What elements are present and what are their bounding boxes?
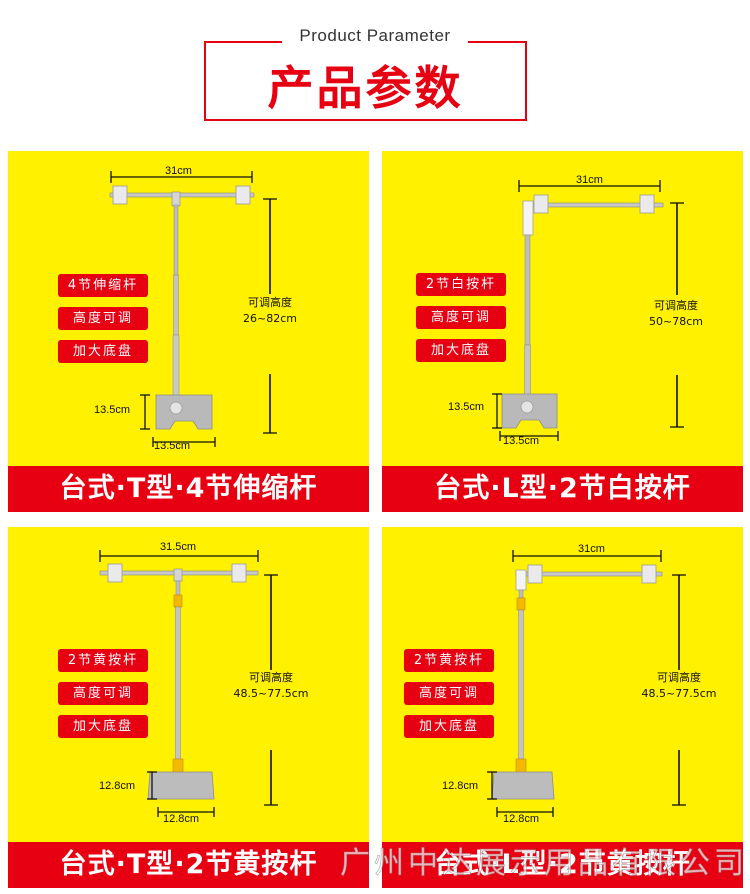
- product-title: 台式·T型·2节黄按杆: [8, 842, 369, 888]
- crossbar: [109, 192, 255, 198]
- pole-segment: [524, 344, 531, 398]
- feature-tag: 高度可调: [58, 307, 148, 330]
- base-height-label: 13.5cm: [448, 401, 485, 413]
- width-label: 31cm: [578, 543, 605, 555]
- base-width-label: 13.5cm: [503, 435, 540, 447]
- adjust-range: 48.5~77.5cm: [233, 687, 309, 700]
- feature-tag: 2节白按杆: [416, 273, 506, 296]
- header-subtitle: Product Parameter: [299, 26, 451, 45]
- product-panel-t-4section[interactable]: 31cm 4节伸缩杆 高度可调 加大底盘 可调高度 26~82cm 13.5cm…: [8, 151, 369, 512]
- yellow-button-lock: [173, 594, 183, 608]
- base-width-label: 12.8cm: [163, 813, 200, 825]
- pole-segment: [524, 234, 531, 346]
- stand-illustration: [487, 550, 686, 817]
- adjust-range: 48.5~77.5cm: [641, 687, 717, 700]
- clip-right: [231, 563, 247, 583]
- product-title: 台式·L型·2节黄按杆: [382, 842, 743, 888]
- base-height-label: 12.8cm: [442, 780, 479, 792]
- base-plate: [155, 394, 213, 430]
- feature-tag: 高度可调: [404, 682, 494, 705]
- company-watermark: 广州中达展示用品有限公司: [340, 846, 748, 882]
- product-title: 台式·L型·2节白按杆: [382, 466, 743, 512]
- header-frame-gap: [282, 36, 468, 46]
- clip-right: [235, 185, 251, 205]
- feature-tag: 加大底盘: [404, 715, 494, 738]
- base-plate: [491, 771, 555, 800]
- pole-segment: [172, 334, 180, 396]
- base-width-label: 13.5cm: [154, 440, 191, 452]
- adjust-label: 可调高度: [657, 671, 701, 684]
- product-title: 台式·T型·4节伸缩杆: [8, 466, 369, 512]
- feature-tag: 2节黄按杆: [404, 649, 494, 672]
- feature-tag: 加大底盘: [58, 340, 148, 363]
- adjust-range: 50~78cm: [649, 315, 703, 328]
- product-panel-l-yellow[interactable]: 31cm 2节黄按杆 高度可调 加大底盘 可调高度 48.5~77.5cm 12…: [382, 527, 743, 888]
- clip-left: [527, 564, 543, 584]
- product-panel-t-yellow[interactable]: 31.5cm 2节黄按杆 高度可调 加大底盘 可调高度 48.5~77.5cm …: [8, 527, 369, 888]
- width-label: 31cm: [576, 174, 603, 186]
- base-connector: [169, 401, 183, 415]
- feature-tag: 高度可调: [58, 682, 148, 705]
- clip-right: [641, 564, 657, 584]
- clip-left: [107, 563, 123, 583]
- clip-left: [533, 194, 549, 214]
- pole-segment: [173, 204, 179, 276]
- base-connector: [520, 400, 534, 414]
- product-panel-l-white[interactable]: 31cm 2节白按杆 高度可调 加大底盘 可调高度 50~78cm 13.5cm…: [382, 151, 743, 512]
- adjust-label: 可调高度: [654, 299, 698, 312]
- l-joint: [522, 200, 534, 236]
- base-height-label: 13.5cm: [94, 404, 131, 416]
- feature-tag: 加大底盘: [416, 339, 506, 362]
- adjust-label: 可调高度: [249, 671, 293, 684]
- pole-segment: [175, 606, 181, 760]
- feature-tag: 加大底盘: [58, 715, 148, 738]
- pole-segment: [518, 609, 524, 760]
- adjust-range: 26~82cm: [243, 312, 297, 325]
- yellow-button-lock: [516, 597, 526, 611]
- yellow-connector: [172, 758, 184, 774]
- pole-segment: [173, 274, 179, 336]
- base-plate: [147, 771, 215, 800]
- feature-tag: 高度可调: [416, 306, 506, 329]
- l-joint: [515, 569, 527, 591]
- stand-illustration: [109, 171, 277, 447]
- adjust-label: 可调高度: [248, 296, 292, 309]
- feature-tag: 4节伸缩杆: [58, 274, 148, 297]
- yellow-connector: [515, 758, 527, 774]
- base-height-label: 12.8cm: [99, 780, 136, 792]
- header-title: 产品参数: [267, 61, 464, 115]
- base-width-label: 12.8cm: [503, 813, 540, 825]
- clip-right: [639, 194, 655, 214]
- width-label: 31.5cm: [160, 541, 197, 553]
- stand-illustration: [492, 180, 684, 441]
- clip-left: [112, 185, 128, 205]
- feature-tag: 2节黄按杆: [58, 649, 148, 672]
- width-label: 31cm: [165, 165, 192, 177]
- stand-illustration: [99, 550, 278, 817]
